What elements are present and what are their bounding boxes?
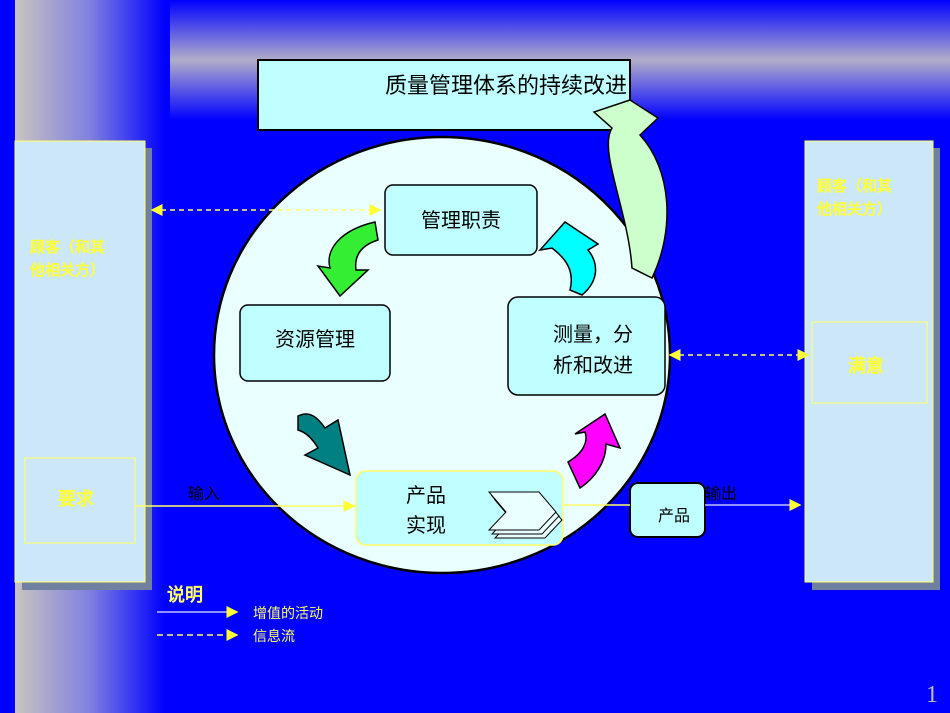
page-number: 1 [926,682,938,708]
left-customer-panel: 顾客（和其 他相关方） 要求 [14,140,152,590]
continual-improvement-arrow-icon [592,99,668,280]
requirements-label: 要求 [58,488,95,510]
satisfaction-label: 满意 [848,355,884,377]
realization-label-2: 实现 [406,513,446,537]
requirements-box [24,457,136,544]
curved-arrow-teal-icon [297,413,352,477]
left-customer-label: 顾客（和其 [30,238,105,256]
management-label: 管理职责 [421,208,501,232]
resource-management-box: 资源管理 [239,304,391,382]
resource-label: 资源管理 [275,327,355,351]
product-realization-box: 产品 实现 [355,470,564,546]
legend: 说明 增值的活动 信息流 [157,584,323,645]
curved-arrow-green-icon [316,221,379,298]
legend-value-added-label: 增值的活动 [253,606,323,622]
legend-title: 说明 [167,584,203,606]
measure-label-2: 析和改进 [553,353,633,377]
right-customer-panel: 顾客（和其 他相关方） 满意 [804,140,940,590]
measurement-analysis-box: 测量，分 析和改进 [507,296,666,396]
satisfaction-box [811,321,928,404]
page-title: 质量管理体系的持续改进 [385,74,627,99]
output-label: 输出 [705,484,737,503]
realization-label-1: 产品 [406,483,446,507]
right-customer-label: 顾客（和其 [817,177,892,195]
left-customer-label-2: 他相关方） [29,261,105,279]
measure-label-1: 测量，分 [553,322,633,346]
title-box: 质量管理体系的持续改进 [257,59,631,131]
legend-info-flow-label: 信息流 [253,628,295,645]
product-label: 产品 [658,506,690,525]
chevron-stack-icon [487,491,563,539]
management-responsibility-box: 管理职责 [384,184,538,256]
curved-arrow-magenta-icon [567,412,622,490]
right-customer-label-2: 他相关方） [816,200,892,218]
curved-arrow-cyan-icon [538,221,600,296]
input-label: 输入 [188,484,220,503]
product-box: 产品 [629,482,706,538]
